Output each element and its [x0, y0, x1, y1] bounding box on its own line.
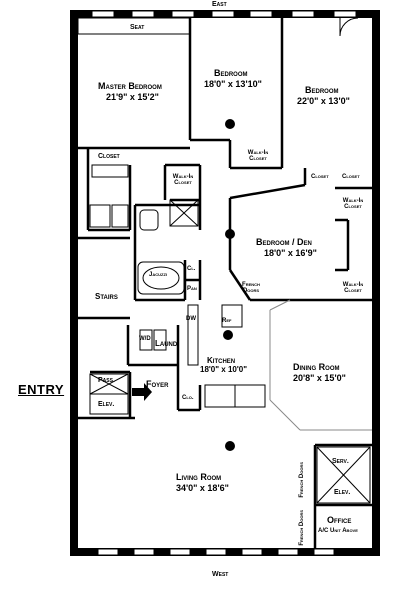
seat-label: Seat — [130, 24, 145, 31]
compass-east: East — [212, 1, 227, 8]
wd-label: W/D — [139, 336, 151, 342]
compass-west: West — [212, 571, 229, 578]
bedroom-den-name: Bedroom / Den — [256, 237, 312, 247]
walk-in-closet-den-bottom: Walk-In Closet — [342, 282, 364, 295]
master-bedroom-size: 21'9" x 15'2" — [106, 92, 159, 102]
door-swings — [339, 17, 359, 37]
bedroom-2-size: 22'0" x 13'0" — [297, 96, 350, 106]
dining-outline — [269, 299, 372, 431]
master-bedroom-name: Master Bedroom — [98, 81, 162, 91]
fixtures — [89, 164, 371, 504]
jacuzzi-label: Jacuzzi — [149, 272, 168, 278]
ref-label: Ref — [222, 318, 232, 324]
french-doors-1: French Doors — [299, 462, 305, 498]
closet-b: Closet — [342, 174, 360, 180]
closet-master: Closet — [98, 153, 120, 160]
serv-elev-label: Elev. — [334, 489, 351, 496]
french-doors-2: French Doors — [299, 510, 305, 546]
french-doors-den: French Doors — [242, 282, 260, 295]
columns — [223, 119, 235, 451]
interior-walls — [78, 18, 372, 548]
bedroom-den-size: 18'0" x 16'9" — [264, 248, 317, 258]
windows-west — [97, 548, 335, 556]
dining-room-name: Dining Room — [293, 362, 340, 372]
pan-label: Pan — [187, 286, 197, 292]
living-room-size: 34'0" x 18'6" — [176, 483, 229, 493]
serv-label: Serv. — [332, 458, 349, 465]
dw-label: DW — [186, 316, 196, 322]
bedroom-1-name: Bedroom — [214, 68, 248, 78]
kitchen-name: Kitchen — [207, 356, 236, 365]
bedroom-2-name: Bedroom — [305, 85, 339, 95]
bedroom-1-size: 18'0" x 13'10" — [204, 79, 262, 89]
elev-label: Elev. — [98, 401, 115, 408]
dining-room-size: 20'8" x 15'0" — [293, 373, 346, 383]
office-note: A/C Unit Above — [318, 528, 358, 534]
walk-in-closet-den-top: Walk-In Closet — [342, 198, 364, 211]
living-room-name: Living Room — [176, 472, 222, 482]
entry-arrow — [132, 383, 152, 401]
stairs-label: Stairs — [95, 292, 118, 301]
foyer-label: Foyer — [146, 379, 169, 389]
office-name: Office — [327, 515, 352, 525]
kitchen-size: 18'0" x 10'0" — [200, 365, 247, 374]
walk-in-closet-bed1: Walk-In Closet — [247, 150, 269, 163]
windows-east — [91, 10, 357, 18]
pass-label: Pass. — [98, 377, 115, 384]
closet-a: Closet — [311, 174, 329, 180]
laund-label: Laund. — [155, 339, 180, 348]
walk-in-closet-master: Walk-In Closet — [172, 174, 194, 187]
cl-label: Cl. — [187, 266, 196, 272]
entry-label: ENTRY — [18, 382, 65, 397]
clo-label: Clo. — [182, 395, 194, 401]
